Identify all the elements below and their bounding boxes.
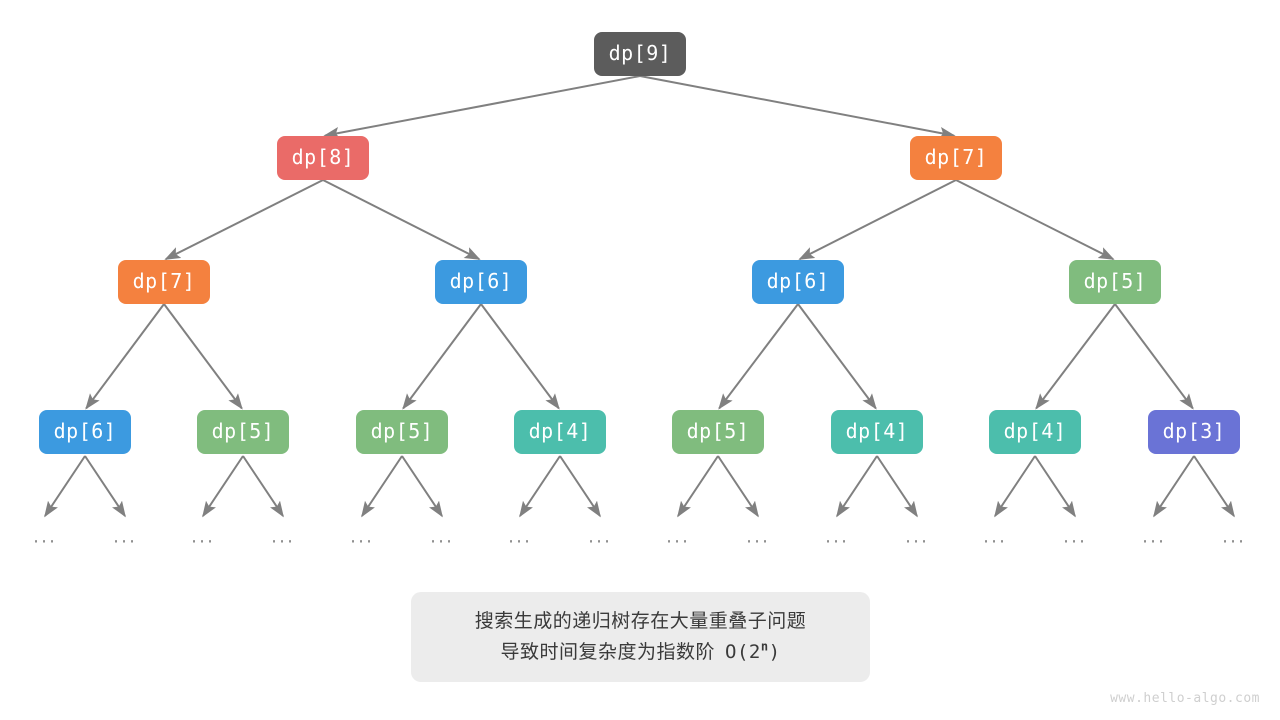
complexity-close: ): [768, 641, 781, 663]
ellipsis-marker: ...: [904, 525, 930, 548]
tree-node-dp5[interactable]: dp[5]: [197, 410, 289, 454]
ellipsis-marker: ...: [587, 525, 613, 548]
tree-edge: [323, 75, 641, 139]
complexity-exponent: n: [760, 639, 769, 654]
ellipsis-marker: ...: [824, 525, 850, 548]
ellipsis-marker: ...: [1062, 525, 1088, 548]
tree-node-dp5[interactable]: dp[5]: [672, 410, 764, 454]
node-label: dp[5]: [370, 419, 434, 443]
tree-edge: [163, 303, 243, 410]
leaf-edge: [876, 455, 918, 518]
leaf-edge: [44, 455, 86, 518]
tree-node-dp6[interactable]: dp[6]: [39, 410, 131, 454]
leaf-edge: [519, 455, 561, 518]
node-label: dp[3]: [1162, 419, 1226, 443]
caption-line-2-text: 导致时间复杂度为指数阶: [500, 641, 715, 663]
node-label: dp[5]: [211, 419, 275, 443]
complexity-base: O(2: [725, 641, 761, 663]
node-label: dp[7]: [924, 145, 988, 169]
leaf-ellipsis-arrows: [44, 455, 1235, 518]
tree-node-dp4[interactable]: dp[4]: [831, 410, 923, 454]
tree-node-dp6[interactable]: dp[6]: [435, 260, 527, 304]
tree-edge: [85, 303, 165, 410]
tree-edge: [402, 303, 482, 410]
tree-node-dp5[interactable]: dp[5]: [1069, 260, 1161, 304]
leaf-edge: [361, 455, 403, 518]
ellipsis-marker: ...: [745, 525, 771, 548]
tree-edge: [1035, 303, 1116, 410]
caption-box: 搜索生成的递归树存在大量重叠子问题 导致时间复杂度为指数阶 O(2n): [411, 592, 870, 682]
node-label: dp[8]: [291, 145, 355, 169]
leaf-edge: [836, 455, 878, 518]
node-label: dp[4]: [528, 419, 592, 443]
ellipsis-marker: ...: [32, 525, 58, 548]
ellipsis-marker: ...: [665, 525, 691, 548]
tree-edge: [480, 303, 560, 410]
leaf-edge: [1153, 455, 1195, 518]
leaf-edge: [1034, 455, 1076, 518]
node-label: dp[6]: [766, 269, 830, 293]
ellipsis-marker: ...: [507, 525, 533, 548]
tree-node-dp9[interactable]: dp[9]: [594, 32, 686, 76]
tree-node-dp3[interactable]: dp[3]: [1148, 410, 1240, 454]
leaf-edge: [202, 455, 244, 518]
leaf-edge: [242, 455, 284, 518]
ellipsis-marker: ...: [429, 525, 455, 548]
node-label: dp[9]: [608, 41, 672, 65]
leaf-edge: [717, 455, 759, 518]
tree-node-dp8[interactable]: dp[8]: [277, 136, 369, 180]
leaf-edge: [401, 455, 443, 518]
node-label: dp[5]: [1083, 269, 1147, 293]
leaf-edge: [677, 455, 719, 518]
tree-edge: [718, 303, 799, 410]
node-label: dp[4]: [845, 419, 909, 443]
tree-edge: [798, 179, 957, 260]
node-label: dp[5]: [686, 419, 750, 443]
leaf-edge: [84, 455, 126, 518]
leaf-edge: [1193, 455, 1235, 518]
ellipsis-marker: ...: [112, 525, 138, 548]
node-label: dp[7]: [132, 269, 196, 293]
leaf-edge: [559, 455, 601, 518]
tree-edge: [1114, 303, 1194, 410]
node-label: dp[6]: [449, 269, 513, 293]
complexity-notation: O(2n): [725, 637, 781, 668]
tree-edge: [164, 179, 324, 260]
tree-node-dp6[interactable]: dp[6]: [752, 260, 844, 304]
tree-node-dp4[interactable]: dp[4]: [514, 410, 606, 454]
tree-edge: [639, 75, 956, 139]
ellipsis-marker: ...: [349, 525, 375, 548]
ellipsis-marker: ...: [190, 525, 216, 548]
ellipsis-marker: ...: [1221, 525, 1247, 548]
tree-edge: [955, 179, 1115, 260]
node-label: dp[4]: [1003, 419, 1067, 443]
tree-node-dp7[interactable]: dp[7]: [118, 260, 210, 304]
ellipsis-marker: ...: [270, 525, 296, 548]
ellipsis-marker: ...: [1141, 525, 1167, 548]
ellipsis-marker: ...: [982, 525, 1008, 548]
leaf-edge: [994, 455, 1036, 518]
tree-node-dp7[interactable]: dp[7]: [910, 136, 1002, 180]
node-label: dp[6]: [53, 419, 117, 443]
tree-edges: [85, 75, 1194, 410]
tree-edge: [797, 303, 877, 410]
caption-line-1: 搜索生成的递归树存在大量重叠子问题: [474, 609, 807, 632]
tree-node-dp5[interactable]: dp[5]: [356, 410, 448, 454]
watermark: www.hello-algo.com: [1110, 691, 1260, 706]
tree-edge: [322, 179, 481, 260]
caption-line-2: 导致时间复杂度为指数阶 O(2n): [500, 637, 780, 668]
tree-node-dp4[interactable]: dp[4]: [989, 410, 1081, 454]
